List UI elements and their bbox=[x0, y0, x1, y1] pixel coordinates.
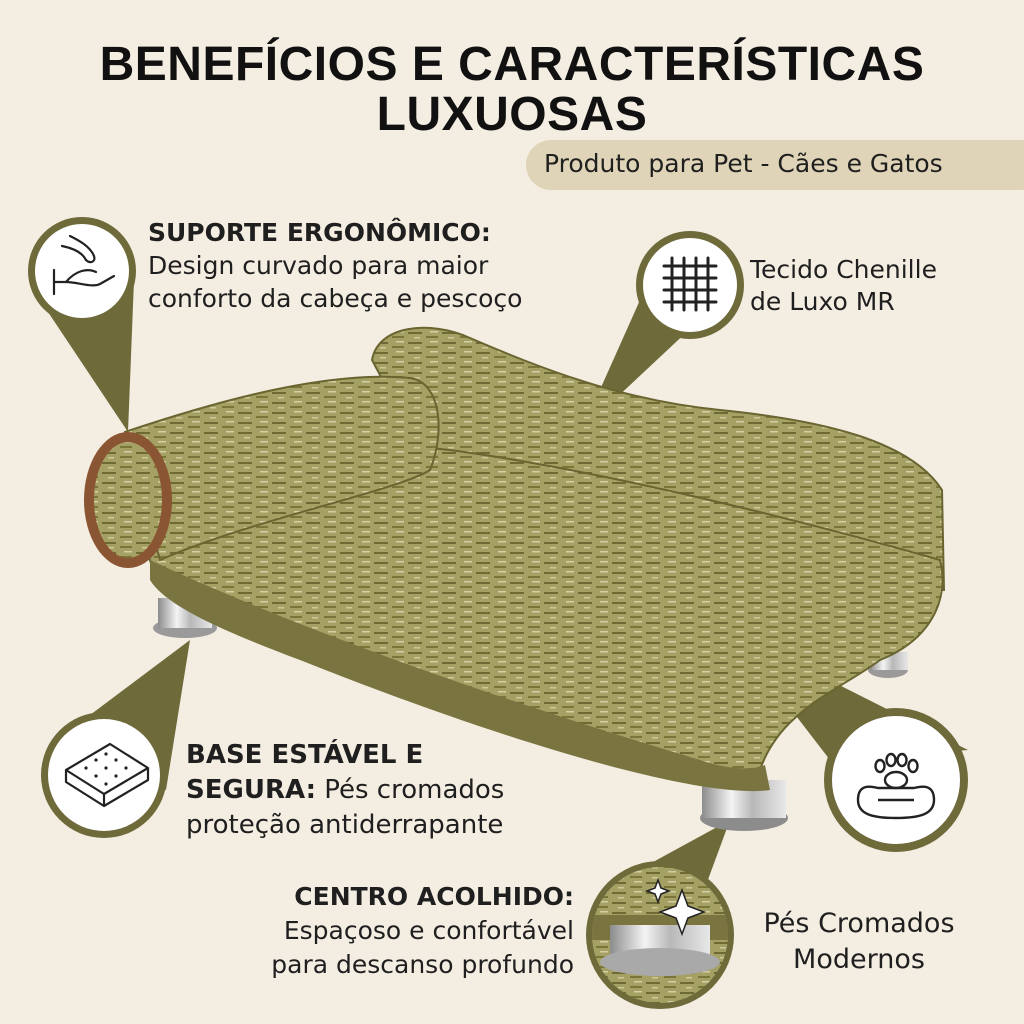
feature-feet-line2: Modernos bbox=[793, 944, 925, 975]
feature-fabric: Tecido Chenille de Luxo MR bbox=[750, 254, 937, 318]
feature-feet: Pés Cromados Modernos bbox=[744, 906, 974, 978]
feature-ergonomic-line1: Design curvado para maior bbox=[148, 251, 489, 280]
title-line-2: LUXUOSAS bbox=[376, 88, 648, 141]
sparkle-icon bbox=[644, 877, 707, 937]
hand-care-icon bbox=[52, 234, 116, 296]
feature-fabric-line1: Tecido Chenille bbox=[750, 255, 937, 284]
subtitle-pill bbox=[526, 140, 1024, 190]
feature-center-line2: para descanso profundo bbox=[271, 950, 574, 979]
feature-base-line3: proteção antiderrapante bbox=[186, 810, 504, 840]
feature-center-title: CENTRO ACOLHIDO: bbox=[294, 882, 574, 911]
feature-ergonomic-title: SUPORTE ERGONÔMICO: bbox=[148, 218, 491, 247]
feature-ergonomic: SUPORTE ERGONÔMICO: Design curvado para … bbox=[148, 216, 522, 315]
feature-fabric-line2: de Luxo MR bbox=[750, 287, 895, 316]
feature-base-rest: Pés cromados bbox=[315, 775, 505, 805]
feature-center: CENTRO ACOLHIDO: Espaçoso e confortável … bbox=[271, 880, 574, 982]
feature-base: BASE ESTÁVEL E SEGURA: Pés cromados prot… bbox=[186, 738, 504, 843]
sofa-body bbox=[84, 326, 946, 792]
feature-center-line1: Espaçoso e confortável bbox=[283, 916, 574, 945]
feature-ergonomic-line2: conforto da cabeça e pescoço bbox=[148, 284, 523, 313]
page-title: BENEFÍCIOS E CARACTERÍSTICAS LUXUOSAS bbox=[0, 40, 1024, 140]
woven-fabric-icon bbox=[662, 256, 718, 312]
mattress-pad-icon bbox=[64, 742, 150, 808]
subtitle: Produto para Pet - Cães e Gatos bbox=[544, 149, 943, 178]
feature-base-title1: BASE ESTÁVEL E bbox=[186, 740, 424, 770]
title-line-1: BENEFÍCIOS E CARACTERÍSTICAS bbox=[99, 38, 925, 91]
paw-bed-icon bbox=[856, 752, 936, 820]
feature-base-title2: SEGURA: bbox=[186, 775, 316, 805]
feature-feet-line1: Pés Cromados bbox=[763, 908, 955, 939]
